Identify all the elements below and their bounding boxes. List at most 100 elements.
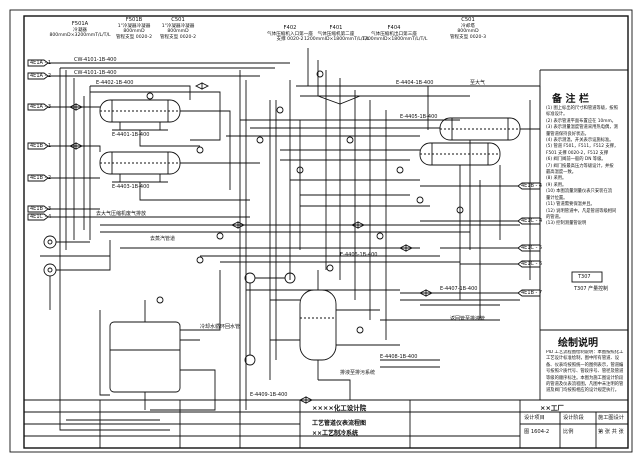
equipment-name: 冷却塔 [461,23,475,29]
note-item: (7) 阀门按最高压力等级设计，并按 [546,163,614,169]
title-block-col2: 设计阶段 [563,415,584,421]
equipment-label: F501A 冷凝器 800mmD×3200mmT/L/T/L [48,21,112,39]
equipment-label: F401 气体压缩机第二座 1200mmID×1800mmT/L/T/L [304,25,370,43]
project-name: ××工厂 [540,404,564,412]
drawing-scale: 比例 [563,429,574,435]
stream-label: 4E1B - 2 [30,175,52,181]
equipment-label: C501 1"冷凝器冷凝器 800mmD 管程支型 0020-2 [146,17,210,40]
line-number: CW-4101-1B-400 [74,70,117,76]
equipment-label: C501 冷却塔 800mmD 管程支型 0020-3 [436,17,500,40]
note-item: 最高温度一致。 [546,170,577,176]
equipment-extra: 管程支型 0020-2 [159,34,197,40]
equipment-name: 1"冷凝器冷凝器 [161,23,195,29]
equipment-extra: 管程支型 0020-3 [449,34,487,40]
note-item: (10) 本图流量测量仪表只安装在流 [546,189,613,195]
title-block-frame [24,399,628,448]
exchanger-right-upper [439,117,521,141]
equipment-tag: C501 [171,17,185,23]
line-number: E-4409-1B-400 [250,392,288,398]
line-number: E-4404-1B-400 [396,80,434,86]
stream-label: 4E1B - 3 [30,206,52,212]
stream-label: 4E1B - 7 [521,290,543,296]
equipment-label: F404 气体压缩机出口第三座 1200mmID×1800mmT/L/T/L [362,25,427,43]
note-item: (2) 表示管道平面布置应在 10mm。 [546,118,616,124]
stream-label: 4E1C - 4 [30,214,52,220]
annotation-cool: 冷却水循环回水管 [200,324,241,330]
line-number: E-4403-1B-400 [112,184,150,190]
left-pump-lower [43,240,111,277]
stream-label: 4E1B - 4 [521,183,543,189]
annotation-drain: 排液至排污系统 [340,370,376,376]
note-item: (1) 图上标出的尺寸和管道等级，按照 [546,106,618,111]
annotation-vent: 至大气 [470,80,486,86]
left-stream-arrows [27,59,49,221]
equipment-tag: F501A [71,21,89,27]
line-number: E-4407-1B-400 [440,286,478,292]
condenser-middle [99,151,181,183]
stream-label: 4E1C - 5 [521,245,543,251]
note-item: (3) 表示测量温度管道采用热电偶，测 [546,125,618,131]
note-item: (4) 表示测温，开关表示设施标准。 [546,138,614,144]
equipment-spec: 800mmD [123,29,145,35]
equipment-name: 气体压缩机出口第三座 [371,31,417,37]
note-item: 的管道。 [546,214,564,220]
legend-text: T307 产量控制 [574,286,609,292]
note-item: F501 支撑 0020-2，F512 支撑 [546,150,609,156]
separator-bottom-left [109,300,181,410]
legend-mark: T307 [578,274,591,280]
equipment-spec: 支撑 0020-2 [276,37,304,43]
annotation-return: 返回管至排液管 [450,316,486,322]
drawing-title-line1: 工艺管道仪表流程图 [312,420,367,427]
note-item: (12) 说明管道中，凡是管道等级相同 [546,208,617,214]
equipment-tag: C501 [461,17,475,23]
equipment-name: 冷凝器 [73,27,87,33]
equipment-spec: 800mmD [457,29,479,35]
central-tank [299,270,337,380]
equipment-name: 1"冷凝器冷凝器 [117,23,151,29]
left-pump-upper [43,235,90,249]
title-block-col3: 施工图设计 [598,415,624,421]
equipment-label: F402 气体压缩机入口第一座 支撑 0020-2 [258,25,322,43]
note-item: (13) 控制测量管说明 [546,221,587,227]
title-block-col1: 设计项目 [524,415,545,421]
drawing-notes-body: PID 工艺流程图绘制说明：本图按照化工工艺设计标准绘制，图中所有管道、设备、仪… [546,350,624,394]
right-stream-arrows [517,182,541,297]
stream-label: 4E1A - 2 [30,73,52,79]
line-number: E-4408-1B-400 [380,354,418,360]
note-item: (6) 阀门阀前一般的 DN 等级。 [546,157,606,163]
equipment-spec: 800mmD [167,29,189,35]
instrument-bubbles [146,70,464,334]
line-number: E-4401-1B-400 [112,132,150,138]
inner-frame [23,15,629,449]
line-number: E-4402-1B-400 [96,80,134,86]
note-item: 标准设计。 [546,112,568,118]
drawing-notes-heading: 绘制说明 [558,338,598,349]
notes-list: (1) 图上标出的尺寸和管道等级，按照 标准设计。 (2) 表示管道平面布置应在… [546,106,628,228]
valves [68,82,434,404]
equipment-tag: F401 [329,25,343,31]
equipment-name: 气体压缩机第二座 [317,31,355,37]
notes-heading: 备 注 栏 [552,94,589,105]
line-number: E-4406-1B-400 [340,252,378,258]
equipment-tag: F501B [125,17,143,23]
condenser-upper [99,99,181,131]
stream-label: 4E1A - 1 [30,60,52,66]
equipment-spec: 800mmD×3200mmT/L/T/L [49,33,111,39]
equipment-spec: 1200mmID×1800mmT/L/T/L [304,37,370,43]
equipment-name: 气体压缩机入口第一座 [267,31,313,37]
stream-label: 4E1C - 6 [521,261,543,267]
note-item: (5) 管道 F501，F511，F512 支撑， [546,144,619,150]
stream-label: 4E1B - 1 [30,143,52,149]
note-item: (9) 采用。 [546,182,567,188]
annotation-atm: 去大气压缩机废气排放 [96,211,147,217]
equipment-tag: F402 [283,25,297,31]
line-number: E-4405-1B-400 [400,114,438,120]
sheet-border [9,9,633,453]
drawing-number: 图 1604-2 [524,429,550,435]
design-institute: ××××化工设计院 [312,404,367,412]
annotation-steam: 去蒸汽管道 [150,236,176,242]
equipment-extra: 管程支型 0020-2 [115,34,153,40]
note-item: 量管道保持良好状态。 [546,131,589,137]
